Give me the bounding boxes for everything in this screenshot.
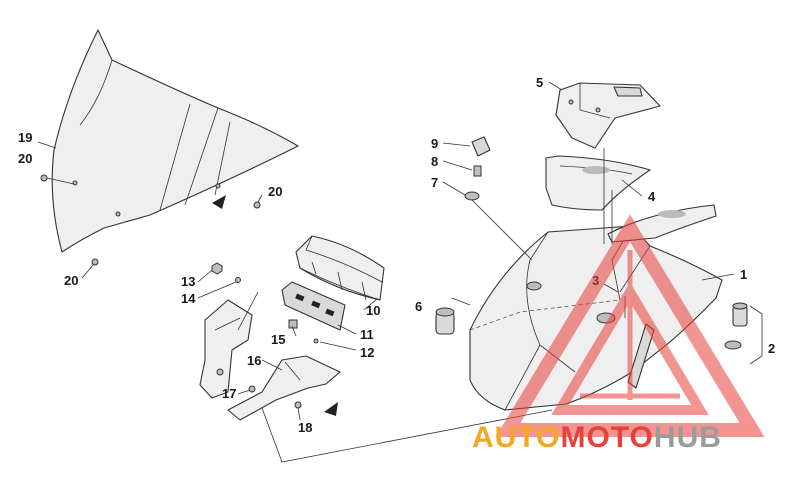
callout-11: 11	[360, 327, 374, 342]
callout-9: 9	[431, 136, 438, 151]
callout-20-right: 20	[268, 184, 282, 199]
callout-8: 8	[431, 154, 438, 169]
callout-13: 13	[181, 274, 195, 289]
callout-16: 16	[247, 353, 261, 368]
callout-4: 4	[648, 189, 656, 204]
arrow-indicator-icon	[324, 402, 338, 416]
warning-triangle-icon	[495, 214, 765, 437]
switch-assembly	[464, 136, 533, 261]
callout-leaders	[37, 81, 735, 421]
callout-19: 19	[18, 130, 32, 145]
watermark-hub: HUB	[654, 421, 722, 454]
windshield	[51, 29, 299, 253]
ignition-switch	[435, 297, 471, 335]
callout-15: 15	[271, 332, 285, 347]
callout-12: 12	[360, 345, 374, 360]
right-switches	[724, 302, 763, 365]
callout-18: 18	[298, 420, 312, 435]
callout-20-bottom: 20	[64, 273, 78, 288]
callout-1: 1	[740, 267, 747, 282]
instrument-cluster	[295, 235, 385, 301]
callout-2: 2	[768, 341, 775, 356]
callout-5: 5	[536, 75, 543, 90]
arrow-indicator-icon	[212, 195, 226, 209]
cluster-bracket	[281, 281, 346, 331]
windshield-screws	[40, 174, 261, 266]
fairing-cover	[555, 82, 661, 149]
watermark-moto: MOTO	[560, 421, 653, 454]
watermark-auto: AUTO	[472, 421, 560, 454]
lower-bracket	[227, 355, 341, 421]
watermark-text: AUTOMOTOHUB	[472, 421, 722, 454]
callout-labels: 1 2 3 4 5 6 7 8 9 10 11 12 13 14 15 16 1…	[18, 75, 775, 435]
watermark-logo	[495, 214, 765, 437]
callout-17: 17	[222, 386, 236, 401]
callout-6: 6	[415, 299, 422, 314]
callout-7: 7	[431, 175, 438, 190]
callout-14: 14	[181, 291, 196, 306]
support-bracket	[199, 299, 253, 399]
callout-10: 10	[366, 303, 380, 318]
callout-20-top: 20	[18, 151, 32, 166]
